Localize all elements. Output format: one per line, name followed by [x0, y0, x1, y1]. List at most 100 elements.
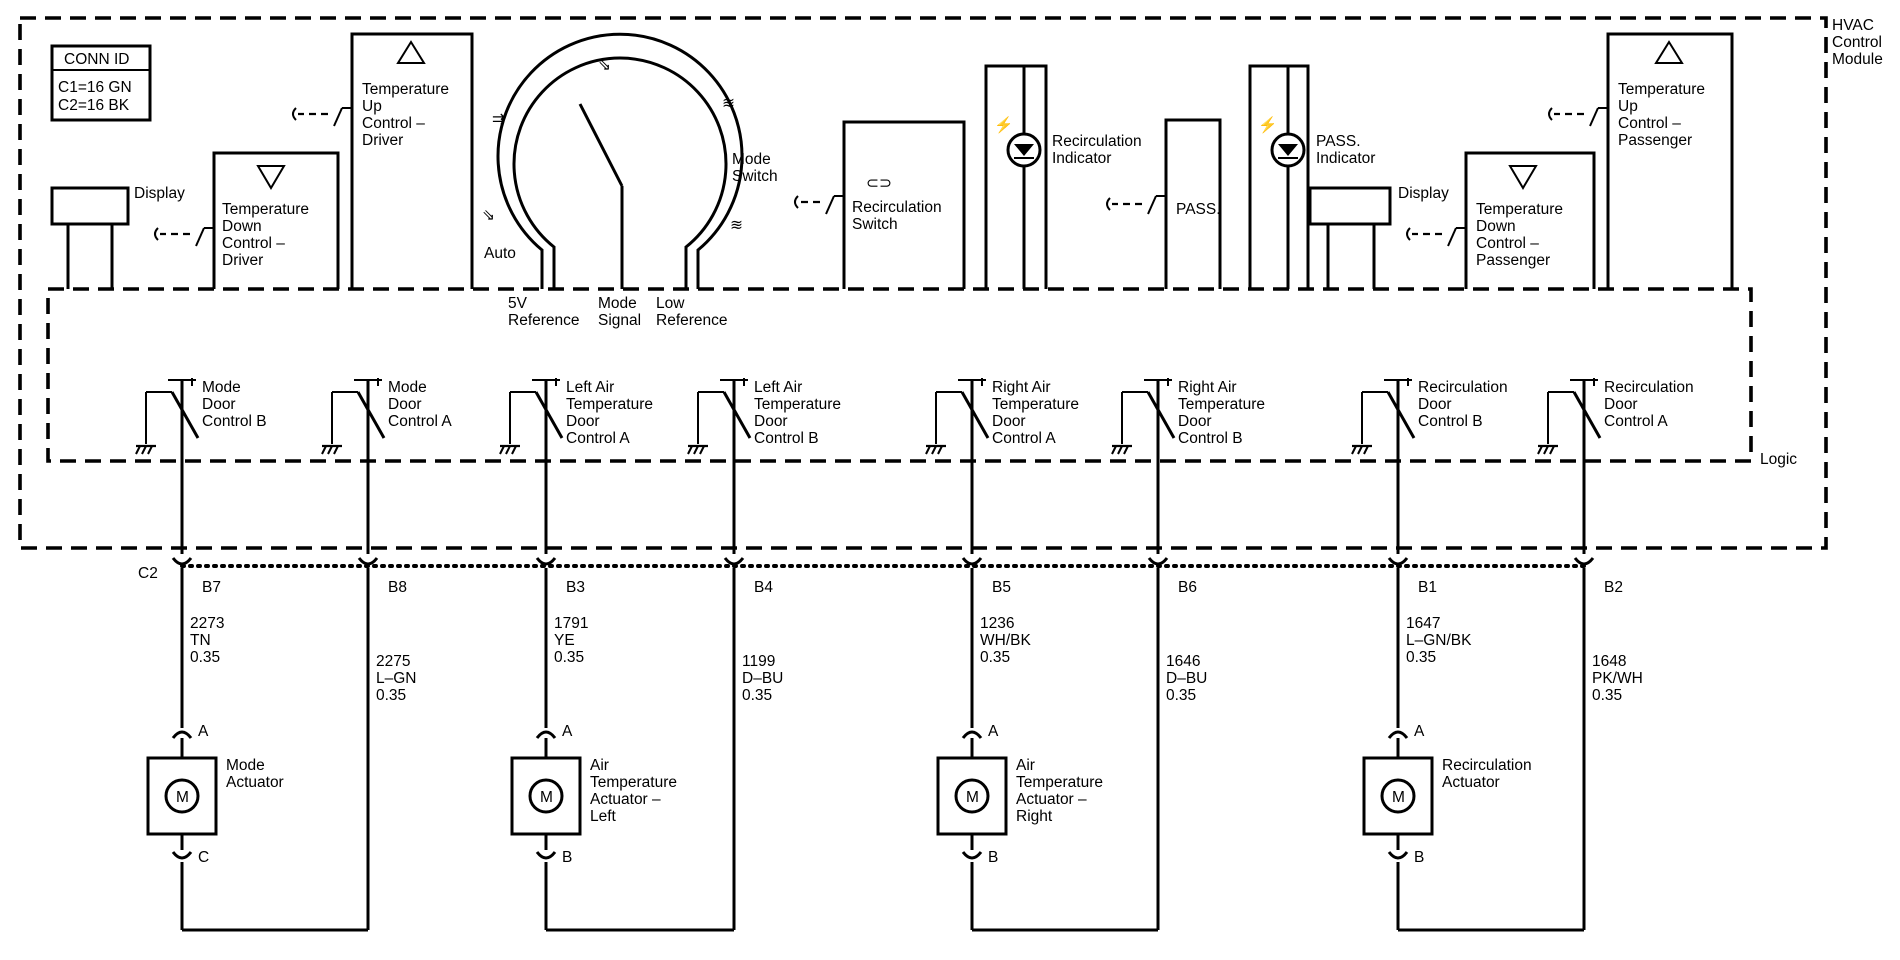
wire-label-line: 1791: [554, 615, 588, 632]
wire-label-line: 1199: [742, 653, 775, 670]
actuator-label-line: Right: [1016, 808, 1053, 825]
ground-icon: [686, 444, 710, 456]
pin-label: B7: [202, 579, 221, 596]
svg-text:Temperature Down C: Temperature Down Control – Passenger: [1476, 201, 1567, 269]
motor-label: M: [540, 789, 553, 806]
actuator-label-line: Mode: [226, 757, 265, 774]
actuator-label-line: Left: [590, 808, 617, 825]
recirculation-switch-label: Recirculation: [852, 199, 942, 216]
logic-switch-label-line: Control B: [202, 413, 267, 430]
logic-switch-label-line: Control B: [1418, 413, 1483, 430]
airflow-defog-icon: ≋: [722, 95, 735, 112]
logic-switch-label-line: Control B: [1178, 430, 1243, 447]
light-rays-icon: ⚡: [994, 115, 1013, 134]
wire-label-line: 1236: [980, 615, 1014, 632]
actuator-label-line: Recirculation: [1442, 757, 1532, 774]
switch-blade: [356, 391, 386, 439]
recirculation-switch: ⊂⊃ Recirculation Switch: [794, 120, 966, 289]
logic-switch-label-line: Door: [992, 413, 1026, 430]
ground-icon: [1536, 444, 1560, 456]
svg-text:Low Reference: Low Reference: [656, 295, 728, 329]
wire-label-line: L–GN: [376, 670, 417, 687]
pin-label: B2: [1604, 579, 1623, 596]
switch-blade: [1146, 391, 1176, 439]
actuator-label-line: Actuator –: [590, 791, 661, 808]
actuator-pin-label: B: [562, 849, 572, 866]
svg-text:Temperature Up Con: Temperature Up Control – Passenger: [1618, 81, 1709, 149]
motor-label: M: [966, 789, 979, 806]
switch-blade: [1386, 391, 1416, 439]
switch-blade: [534, 391, 564, 439]
logic-switch-label-line: Left Air: [566, 379, 614, 396]
svg-text:Mode Switch: Mode Switch: [732, 151, 778, 185]
hvac-module-label: HVAC Control Module: [1832, 17, 1886, 68]
display-passenger: Display: [1308, 185, 1449, 289]
pin-terminal: [723, 557, 745, 566]
mode-switch-references: 5V Reference Mode Signal Low Reference: [508, 295, 728, 329]
logic-switch-label-line: Door: [202, 396, 236, 413]
logic-switch-label-line: Door: [388, 396, 422, 413]
actuator-pin-label: B: [988, 849, 998, 866]
wire-label-line: YE: [554, 632, 575, 649]
actuator-label-line: Actuator –: [1016, 791, 1087, 808]
logic-boundary: [46, 287, 1753, 463]
actuator-pin-label: A: [988, 723, 999, 740]
wire-label-line: 0.35: [554, 649, 584, 666]
wire-label-line: 0.35: [1166, 687, 1196, 704]
mode-switch: ⇘ ⇉ ⇘ ≋ ≋ Mode Switch Auto: [482, 32, 778, 289]
logic-switch-label-line: Recirculation: [1418, 379, 1508, 396]
ground-icon: [1350, 444, 1374, 456]
connector-c2-label: C2: [138, 565, 158, 582]
conn-id-line: C2=16 BK: [58, 97, 130, 114]
pin-label: B4: [754, 579, 773, 596]
pin-terminal: [961, 557, 983, 566]
wire-label-line: 0.35: [980, 649, 1010, 666]
logic-switch-label-line: Temperature: [754, 396, 841, 413]
temp-up-driver-switch: Temperature Up Control – Driver: [292, 32, 474, 289]
logic-switch-label-line: Door: [1604, 396, 1638, 413]
temp-down-driver-switch: Temperature Down Control – Driver: [154, 151, 340, 289]
switch-blade: [722, 391, 752, 439]
logic-switch-label-line: Door: [754, 413, 788, 430]
actuator-pin-label: A: [562, 723, 573, 740]
recirculation-indicator-label: Recirculation: [1052, 133, 1142, 150]
display-driver-label: Display: [134, 185, 185, 202]
svg-text:Temperature Down C: Temperature Down Control – Driver: [222, 201, 313, 269]
wire-label-line: PK/WH: [1592, 670, 1643, 687]
switch-blade: [960, 391, 990, 439]
wire-label-line: 0.35: [742, 687, 772, 704]
svg-text:Temperature Up Con: Temperature Up Control – Driver: [362, 81, 453, 149]
airflow-vent-icon: ⇘: [598, 57, 611, 74]
conn-id-line: C1=16 GN: [58, 79, 132, 96]
svg-text:PASS. Indicator: PASS. Indicator: [1316, 133, 1375, 167]
pin-terminal: [1147, 557, 1169, 566]
logic-switch-label-line: Right Air: [1178, 379, 1237, 396]
mode-switch-label: Mode: [732, 151, 771, 168]
pass-switch-label: PASS.: [1176, 201, 1221, 218]
pin-label: B8: [388, 579, 407, 596]
actuator-pin-top: [171, 730, 193, 739]
actuator-pin-label: B: [1414, 849, 1424, 866]
